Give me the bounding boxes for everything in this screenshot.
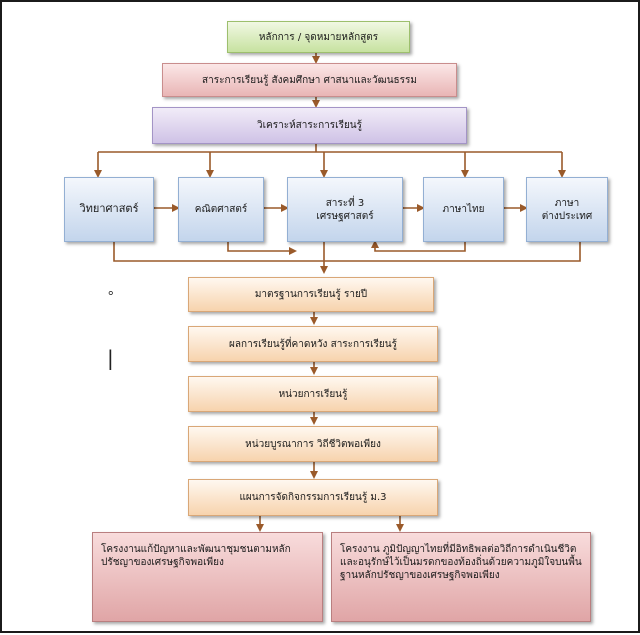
subject-math-box: คณิตศาสตร์ — [178, 177, 264, 242]
social-strand-text: สาระการเรียนรู้ สังคมศึกษา ศาสนาและวัฒนธ… — [202, 74, 417, 86]
strand3-line2: เศรษฐศาสตร์ — [316, 210, 374, 222]
principle-box: หลักการ / จุดหมายหลักสูตร — [227, 21, 410, 53]
step-activity-plan-box: แผนการจัดกิจกรรมการเรียนรู้ ม.3 — [188, 479, 438, 516]
step-learning-unit-text: หน่วยการเรียนรู้ — [278, 388, 348, 400]
project-community-box: โครงงานแก้ปัญหาและพัฒนาชุมชนตามหลักปรัชญ… — [92, 532, 323, 622]
subject-science-box: วิทยาศาสตร์ — [64, 177, 154, 242]
step-integrated-unit-box: หน่วยบูรณาการ วิถีชีวิตพอเพียง — [188, 426, 438, 462]
subject-thai-box: ภาษาไทย — [423, 177, 504, 242]
step-standards-box: มาตรฐานการเรียนรู้ รายปี — [188, 277, 434, 312]
strand3-economics-box: สาระที่ 3 เศรษฐศาสตร์ — [287, 177, 403, 242]
text-cursor-mark: | — [107, 346, 114, 370]
stray-dot-mark: ๐ — [108, 288, 114, 298]
step-integrated-unit-text: หน่วยบูรณาการ วิถีชีวิตพอเพียง — [245, 438, 381, 450]
subject-math-text: คณิตศาสตร์ — [194, 204, 248, 215]
project-thai-wisdom-text: โครงงาน ภูมิปัญญาไทยที่มีอิทธิพลต่อวิถีก… — [340, 544, 582, 581]
step-expected-outcomes-box: ผลการเรียนรู้ที่คาดหวัง สาระการเรียนรู้ — [188, 326, 438, 362]
foreign-line2: ต่างประเทศ — [541, 210, 593, 222]
step-expected-outcomes-text: ผลการเรียนรู้ที่คาดหวัง สาระการเรียนรู้ — [229, 338, 397, 350]
subject-thai-text: ภาษาไทย — [442, 204, 485, 215]
social-strand-box: สาระการเรียนรู้ สังคมศึกษา ศาสนาและวัฒนธ… — [162, 63, 457, 97]
project-community-text: โครงงานแก้ปัญหาและพัฒนาชุมชนตามหลักปรัชญ… — [101, 544, 291, 568]
project-thai-wisdom-box: โครงงาน ภูมิปัญญาไทยที่มีอิทธิพลต่อวิถีก… — [331, 532, 591, 622]
step-learning-unit-box: หน่วยการเรียนรู้ — [188, 376, 438, 412]
foreign-line1: ภาษา — [554, 197, 580, 209]
step-activity-plan-text: แผนการจัดกิจกรรมการเรียนรู้ ม.3 — [239, 492, 387, 503]
analysis-box: วิเคราะห์สาระการเรียนรู้ — [152, 107, 467, 144]
subject-science-text: วิทยาศาสตร์ — [79, 202, 139, 216]
principle-text: หลักการ / จุดหมายหลักสูตร — [258, 31, 379, 43]
analysis-text: วิเคราะห์สาระการเรียนรู้ — [256, 120, 363, 131]
subject-foreign-box: ภาษา ต่างประเทศ — [526, 177, 608, 242]
strand3-line1: สาระที่ 3 — [325, 197, 365, 209]
step-standards-text: มาตรฐานการเรียนรู้ รายปี — [254, 289, 368, 300]
